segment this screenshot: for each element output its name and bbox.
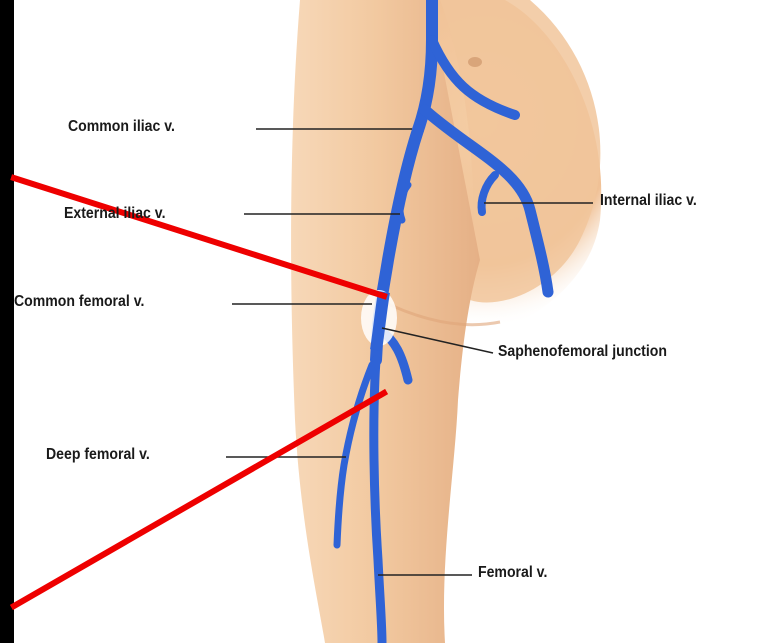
label-saphenofemoral-junction: Saphenofemoral junction [498,343,667,361]
label-common-iliac: Common iliac v. [68,118,175,136]
label-internal-iliac: Internal iliac v. [600,192,697,210]
label-femoral: Femoral v. [478,564,547,582]
navel [468,57,482,67]
junction-vein-overlay [376,292,384,350]
label-deep-femoral: Deep femoral v. [46,446,150,464]
label-common-femoral: Common femoral v. [14,293,144,311]
label-external-iliac: External iliac v. [64,205,165,223]
